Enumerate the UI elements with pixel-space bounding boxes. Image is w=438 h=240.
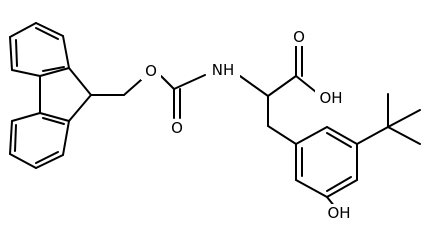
bond <box>387 109 421 128</box>
fluorene-upper-benzene-ring <box>9 22 70 77</box>
bond <box>326 179 358 198</box>
bond <box>68 94 92 122</box>
acid-hydroxyl-label: OH <box>319 89 342 107</box>
bond <box>11 69 41 77</box>
label-mask <box>141 62 161 80</box>
double-bond-inner <box>42 117 65 125</box>
bond <box>39 112 70 122</box>
bond <box>35 154 64 169</box>
bond <box>39 67 70 77</box>
bond <box>68 67 92 96</box>
carbonyl-oxygen-label: O <box>171 119 183 137</box>
bond <box>62 35 70 69</box>
bond <box>160 75 175 90</box>
amino-acid-backbone <box>239 45 317 145</box>
bond <box>173 74 206 90</box>
bond <box>9 36 13 71</box>
bond <box>295 179 328 198</box>
bond <box>9 120 13 155</box>
bond <box>62 120 70 156</box>
double-bond-inner <box>15 39 18 67</box>
bond <box>9 22 37 38</box>
bond <box>387 126 421 145</box>
phenol-ring <box>295 126 358 198</box>
tert-butyl-group <box>356 93 421 145</box>
bond <box>295 126 328 145</box>
double-bond-inner <box>35 151 59 164</box>
bond <box>326 126 358 145</box>
bond <box>11 112 41 122</box>
bond <box>267 125 297 145</box>
label-mask <box>322 204 357 222</box>
bond <box>9 153 37 169</box>
label-mask <box>168 119 186 137</box>
amine-nh-label: NH <box>212 61 235 79</box>
bond <box>356 126 389 145</box>
label-mask <box>206 61 240 80</box>
phenol-hydroxyl-label: OH <box>327 204 350 222</box>
carbamate-linker <box>90 74 206 119</box>
double-bond-inner <box>35 27 59 40</box>
bond <box>123 79 142 96</box>
atom-labels: O O NH O OH OH <box>141 28 357 222</box>
double-bond-inner <box>326 132 352 148</box>
bond <box>239 75 269 97</box>
acid-carbonyl-oxygen-label: O <box>293 28 305 46</box>
bond <box>267 75 297 97</box>
label-mask <box>315 89 348 107</box>
bond <box>35 22 64 37</box>
double-bond-inner <box>42 66 65 72</box>
fluorene-lower-benzene-ring <box>9 112 70 169</box>
label-mask <box>289 28 309 46</box>
ester-oxygen-label: O <box>145 62 157 80</box>
chemical-structure: O O NH O OH OH <box>9 22 421 222</box>
bond <box>295 75 317 93</box>
fluorene-five-ring <box>39 67 92 122</box>
double-bond-inner <box>326 176 352 192</box>
double-bond-inner <box>14 124 17 152</box>
